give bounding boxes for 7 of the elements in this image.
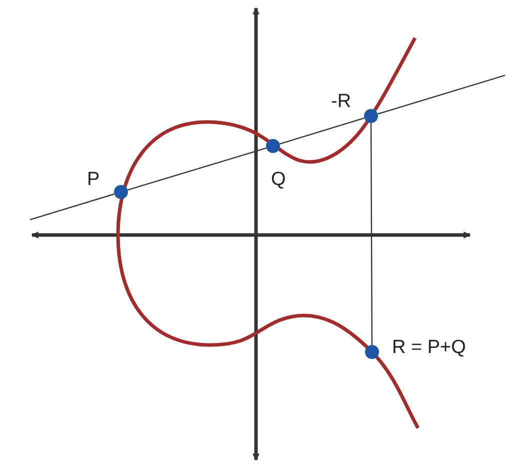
labelled-point: -R bbox=[331, 91, 378, 123]
line bbox=[370, 123, 373, 345]
line bbox=[128, 147, 266, 191]
line bbox=[280, 117, 364, 145]
labelled-point: Q bbox=[266, 139, 286, 190]
labelled-point: P bbox=[87, 169, 128, 199]
labelled-point: R = P+Q bbox=[365, 337, 466, 359]
